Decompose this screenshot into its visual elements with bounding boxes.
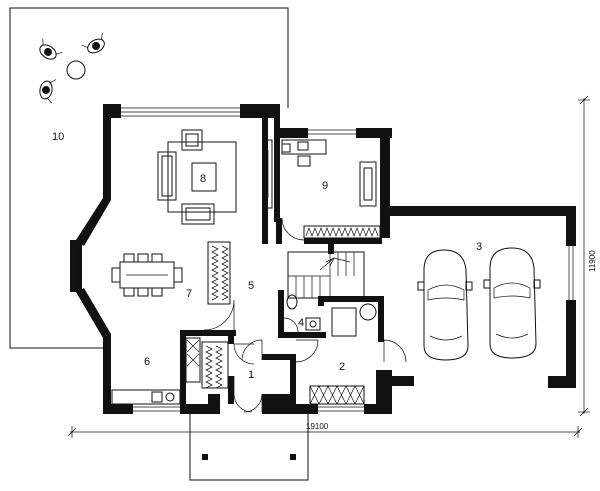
terrace-seating <box>39 33 105 104</box>
dimension-height <box>578 95 590 417</box>
room-label-4: 4 <box>298 317 304 329</box>
person-icon <box>81 33 105 54</box>
doors <box>203 217 407 413</box>
wc-fixtures <box>286 294 377 337</box>
staircase <box>287 251 365 302</box>
dimension-height-label: 11900 <box>588 250 597 272</box>
room-9-furniture <box>281 139 377 207</box>
room-label-9: 9 <box>322 180 328 192</box>
car-icon <box>483 247 541 359</box>
dimension-width-label: 19100 <box>306 422 329 431</box>
entrance-porch <box>189 414 309 481</box>
car-icon <box>417 249 473 361</box>
living-room-furniture <box>157 129 273 225</box>
room-label-8: 8 <box>200 173 206 185</box>
room-label-5: 5 <box>248 280 254 292</box>
room-label-2: 2 <box>339 361 345 373</box>
person-icon <box>39 79 57 104</box>
terrace-outline <box>9 7 289 349</box>
windows <box>78 107 574 412</box>
room-label-7: 7 <box>186 288 192 300</box>
kitchen-fixtures <box>111 337 201 405</box>
person-icon <box>39 38 63 60</box>
room-label-10: 10 <box>52 131 64 143</box>
wardrobes <box>201 225 381 405</box>
room-label-3: 3 <box>476 241 482 253</box>
room-label-6: 6 <box>144 356 150 368</box>
room-label-1: 1 <box>248 369 254 381</box>
dimension-width <box>67 426 583 438</box>
dining-table <box>111 253 183 297</box>
